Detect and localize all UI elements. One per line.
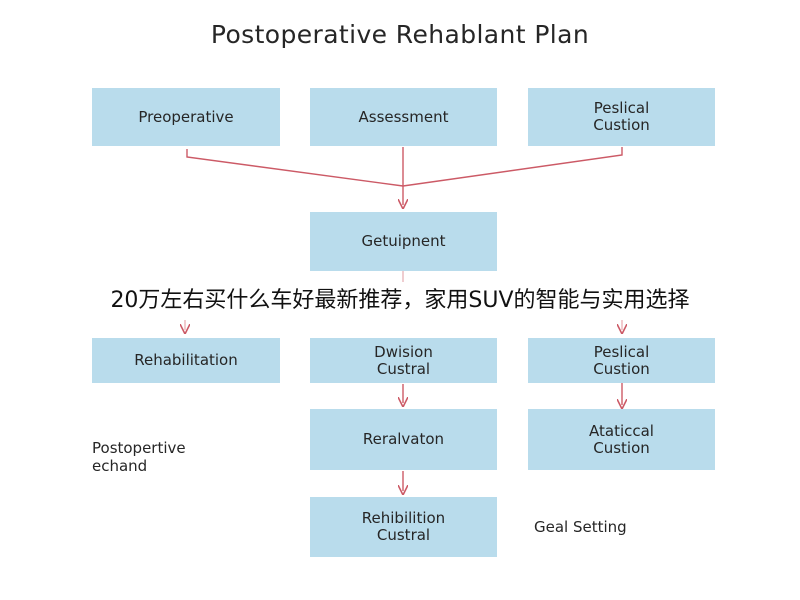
node-ataticcal-custion: Ataticcal Custion (528, 409, 715, 470)
node-rehibilition-custral-line-2: Custral (376, 526, 431, 544)
node-ataticcal-custion-line-1: Ataticcal (589, 421, 654, 440)
node-reralvaton: Reralvaton (310, 409, 497, 470)
node-dwision-custral-line-1: Dwision (374, 342, 433, 361)
node-getuipnent: Getuipnent (310, 212, 497, 271)
node-peslical-custion-middle-line-1: Peslical (593, 342, 650, 361)
node-peslical-custion-middle-line-2: Custion (593, 359, 650, 378)
side-note-left: Postopertive echand (92, 439, 186, 475)
connector-preoperative-to-center (186, 149, 404, 187)
node-peslical-custion-top-line-1: Peslical (593, 99, 650, 117)
side-note-left-line-1: Postopertive (92, 439, 186, 457)
side-note-right: Geal Setting (534, 518, 627, 536)
side-note-left-line-2: echand (92, 457, 148, 475)
node-assessment-line-1: Assessment (358, 107, 449, 126)
node-peslical-custion-top: Peslical Custion (528, 88, 715, 146)
node-preoperative-line-1: Preoperative (138, 107, 234, 126)
connector-top-right-to-center (402, 147, 623, 187)
node-peslical-custion-middle: Peslical Custion (528, 338, 715, 383)
diagram-title: Postoperative Rehablant Plan (210, 20, 590, 49)
node-preoperative: Preoperative (92, 88, 280, 146)
node-dwision-custral: Dwision Custral (310, 338, 497, 383)
node-rehabilitation-line-1: Rehabilitation (134, 351, 238, 369)
node-assessment: Assessment (310, 88, 497, 146)
node-peslical-custion-top-line-2: Custion (593, 116, 650, 134)
node-rehabilitation: Rehabilitation (92, 338, 280, 383)
node-dwision-custral-line-2: Custral (376, 359, 431, 378)
overlay-caption: 20万左右买什么车好最新推荐，家用SUV的智能与实用选择 (0, 282, 800, 320)
node-reralvaton-line-1: Reralvaton (362, 430, 445, 448)
node-getuipnent-line-1: Getuipnent (361, 232, 446, 250)
node-rehibilition-custral: Rehibilition Custral (310, 497, 497, 557)
node-ataticcal-custion-line-2: Custion (593, 438, 650, 457)
node-rehibilition-custral-line-1: Rehibilition (361, 509, 446, 527)
